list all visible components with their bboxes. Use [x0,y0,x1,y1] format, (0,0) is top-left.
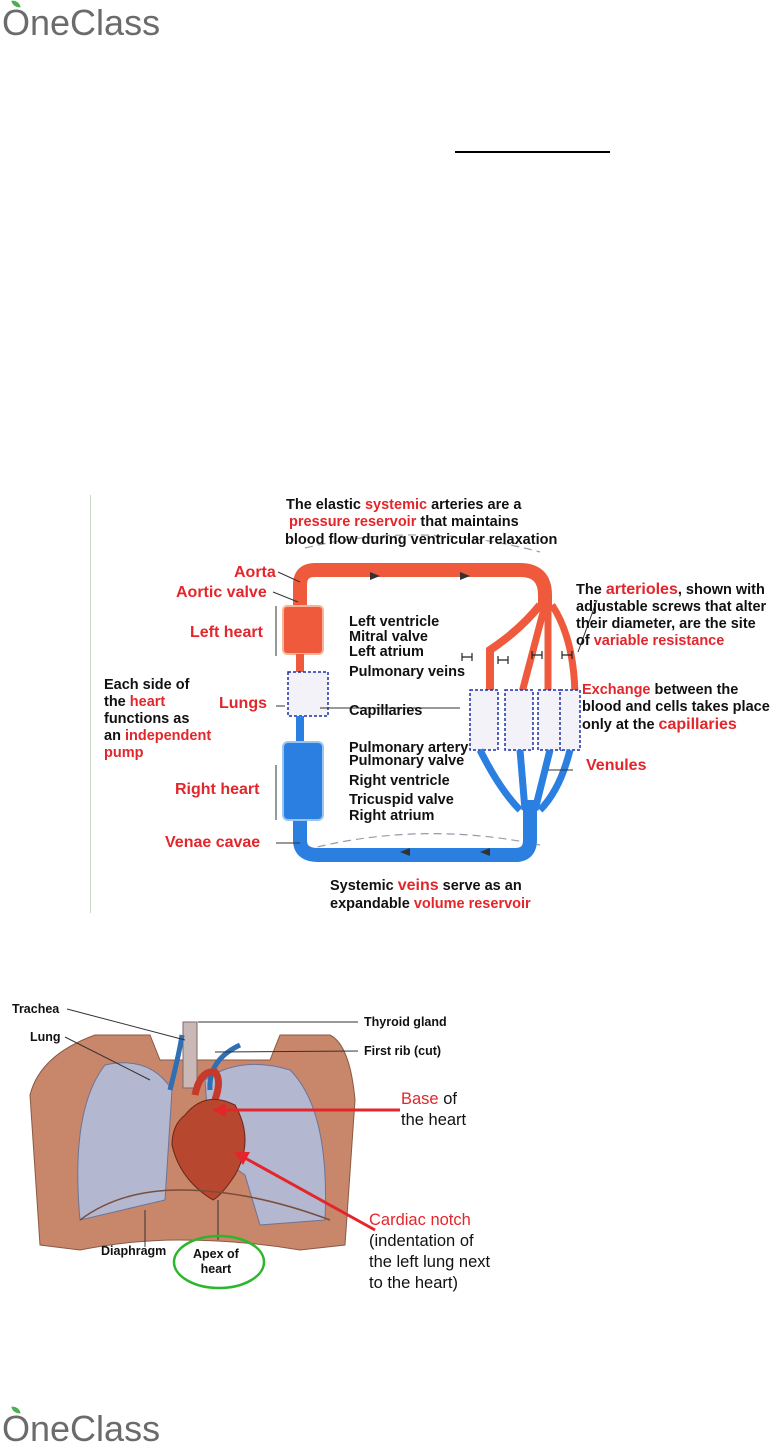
label-pulmonary-artery: Pulmonary artery [349,740,469,756]
logo-text: OneClass [2,1408,161,1449]
label-mitral-valve: Mitral valve [349,629,428,645]
label-venules: Venules [586,757,647,774]
label-capillaries: Capillaries [349,703,423,719]
label-left-heart: Left heart [190,624,263,641]
side-note: Each side of the heart functions as an i… [104,677,212,761]
arterioles-note: The arterioles, shown with adjustable sc… [576,581,767,649]
label-right-atrium: Right atrium [349,808,435,824]
caption-bottom: Systemic veins serve as an expandable vo… [330,877,531,912]
label-right-heart: Right heart [175,781,260,798]
logo-text: OneClass [2,2,161,43]
label-diaphragm: Diaphragm [101,1244,167,1258]
label-lung: Lung [30,1030,61,1044]
label-trachea: Trachea [12,1002,60,1016]
label-aorta: Aorta [234,564,276,581]
label-cardiac-notch: Cardiac notch (indentation of the left l… [369,1211,491,1292]
label-pulmonary-valve: Pulmonary valve [349,753,465,769]
label-left-ventricle: Left ventricle [349,614,440,630]
figure-edge [90,495,91,913]
label-apex: Apex of heart [193,1247,239,1276]
label-venae-cavae: Venae cavae [165,834,261,851]
label-first-rib: First rib (cut) [364,1044,442,1058]
label-left-atrium: Left atrium [349,644,424,660]
label-aortic-valve: Aortic valve [176,584,267,601]
label-base: Base of the heart [401,1090,467,1129]
label-right-ventricle: Right ventricle [349,773,450,789]
label-thyroid: Thyroid gland [364,1015,447,1029]
label-lungs: Lungs [219,695,267,712]
caption-top-line3: blood flow during ventricular relaxation [285,532,558,548]
caption-top-line2: pressure reservoir that maintains [289,514,519,530]
exchange-note: Exchange between the blood and cells tak… [582,682,770,733]
label-pulmonary-veins: Pulmonary veins [349,664,466,680]
caption-top: The elastic systemic arteries are a [286,497,522,513]
title-underline [455,151,610,153]
label-tricuspid-valve: Tricuspid valve [349,792,454,808]
